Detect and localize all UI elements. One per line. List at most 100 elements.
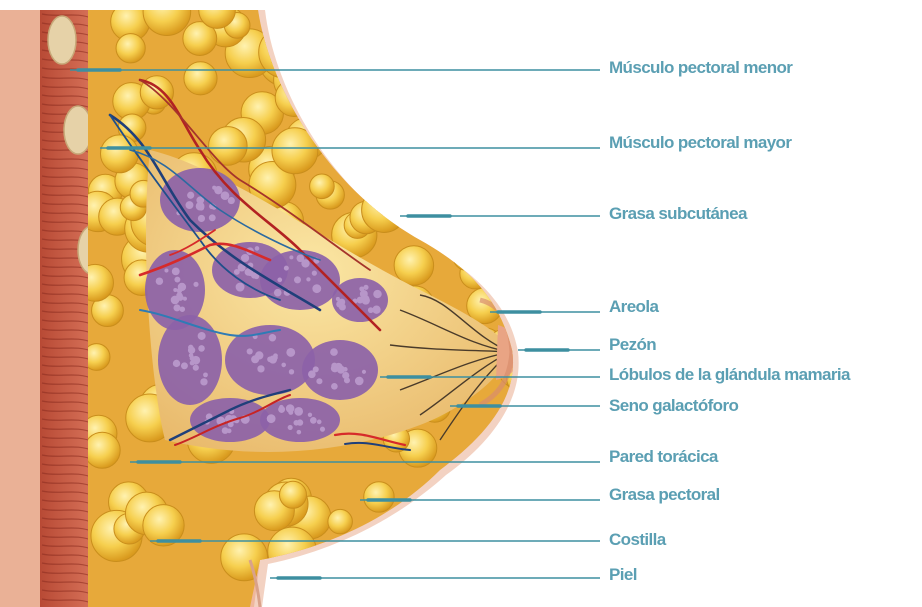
fat-globule — [462, 187, 493, 218]
lobule-acinus — [288, 425, 293, 430]
lobule-acinus — [193, 365, 199, 371]
lobule-acinus — [296, 278, 301, 283]
lobule-body — [158, 315, 222, 405]
lobule-acinus — [274, 289, 282, 297]
lobule-acinus — [297, 430, 302, 435]
fat-globule — [310, 174, 335, 199]
lobule-acinus — [269, 334, 276, 341]
lobule-acinus — [247, 348, 253, 354]
label-musculo-pectoral-mayor: Músculo pectoral mayor — [609, 133, 791, 153]
rib — [64, 106, 92, 154]
lobule-acinus — [174, 277, 180, 283]
lobule-acinus — [228, 197, 235, 204]
fat-globule — [440, 92, 465, 117]
lobule-acinus — [277, 278, 282, 283]
fat-globule — [484, 442, 520, 478]
label-seno-galactoforo: Seno galactóforo — [609, 396, 738, 416]
lobule-acinus — [267, 356, 273, 362]
fat-globule — [361, 71, 391, 101]
lobule-acinus — [286, 348, 295, 357]
lobule-acinus — [212, 186, 216, 190]
lobule — [332, 278, 388, 322]
fat-globule — [116, 34, 145, 63]
lobule — [260, 250, 340, 310]
lobule-acinus — [257, 365, 264, 372]
fat-globule — [320, 110, 360, 150]
lobule-acinus — [308, 413, 312, 417]
fat-globule — [209, 127, 248, 166]
lobule-acinus — [336, 300, 343, 307]
lobule-acinus — [312, 271, 317, 276]
fat-globule — [346, 41, 381, 76]
lobule-acinus — [241, 256, 245, 260]
lobule-acinus — [227, 429, 232, 434]
lobule-acinus — [221, 191, 230, 200]
fat-globule — [279, 481, 306, 508]
lobule-acinus — [203, 372, 208, 377]
lobule-acinus — [173, 288, 177, 292]
lobule-acinus — [273, 355, 278, 360]
label-pezon: Pezón — [609, 335, 656, 355]
label-piel: Piel — [609, 565, 637, 585]
lobule-acinus — [317, 420, 322, 425]
lobule-acinus — [361, 295, 370, 304]
lobule — [160, 168, 240, 232]
fat-globule — [328, 509, 353, 534]
fat-globule — [100, 135, 138, 173]
lobule-acinus — [164, 269, 168, 273]
label-areola: Areola — [609, 297, 658, 317]
fat-globule — [487, 505, 535, 553]
fat-globule — [403, 30, 438, 65]
fat-globule — [468, 146, 493, 171]
lobule-acinus — [171, 296, 180, 305]
label-lobulos-glandula-mamaria: Lóbulos de la glándula mamaria — [609, 365, 850, 385]
lobule-acinus — [373, 290, 381, 298]
lobule-acinus — [316, 378, 322, 384]
lobule-acinus — [209, 214, 216, 221]
rib — [48, 16, 76, 64]
lobule-acinus — [198, 215, 205, 222]
lobule-acinus — [258, 354, 263, 359]
lobule-acinus — [185, 201, 193, 209]
lobule-acinus — [173, 360, 180, 367]
lobule-acinus — [336, 297, 340, 301]
lobule-acinus — [297, 254, 305, 262]
label-pared-toracica: Pared torácica — [609, 447, 718, 467]
lobule-acinus — [368, 307, 374, 313]
fat-globule — [371, 90, 401, 120]
lobule — [158, 315, 222, 405]
lobule-acinus — [255, 246, 260, 251]
fat-globule — [370, 153, 399, 182]
fat-globule — [325, 62, 369, 106]
fat-globule — [390, 49, 427, 86]
lobule-acinus — [355, 377, 364, 386]
lobule-acinus — [188, 345, 193, 350]
lobule-acinus — [281, 363, 286, 368]
lobule-acinus — [330, 348, 338, 356]
lobule-acinus — [343, 367, 348, 372]
fat-globule — [364, 482, 394, 512]
lobule-acinus — [331, 383, 338, 390]
lobule-acinus — [156, 277, 163, 284]
lobule-acinus — [198, 332, 206, 340]
lobule-acinus — [288, 410, 293, 415]
lobule-acinus — [331, 363, 337, 369]
lobule-acinus — [200, 378, 207, 385]
label-grasa-subcutanea: Grasa subcutánea — [609, 204, 747, 224]
label-costilla: Costilla — [609, 530, 666, 550]
fat-globule — [435, 93, 469, 127]
fat-globule — [464, 51, 499, 86]
lobule-acinus — [344, 377, 350, 383]
lobule-acinus — [189, 353, 194, 358]
lobule-acinus — [234, 269, 240, 275]
fat-globule — [500, 463, 545, 508]
lobule-acinus — [294, 407, 303, 416]
lobule — [260, 398, 340, 442]
fat-globule — [410, 190, 444, 224]
lobule-acinus — [173, 304, 180, 311]
fat-globule — [359, 524, 407, 572]
lobule-acinus — [193, 282, 198, 287]
lobule-acinus — [180, 307, 185, 312]
chest-wall-muscle — [40, 10, 95, 607]
